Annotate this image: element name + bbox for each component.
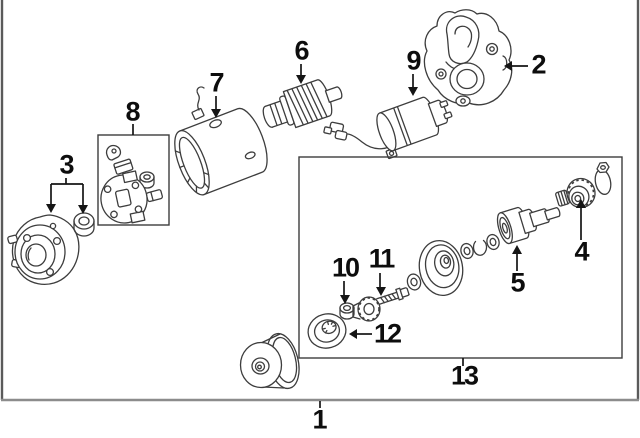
part-7-yoke-drawing bbox=[174, 86, 268, 196]
callout-label-4: 4 bbox=[574, 236, 589, 267]
callout-label-1: 1 bbox=[312, 404, 327, 435]
part-3-end-cover-drawing bbox=[7, 212, 95, 285]
callout-label-2: 2 bbox=[531, 49, 546, 80]
callout-arrows bbox=[46, 61, 586, 366]
callout-label-13: 13 bbox=[450, 360, 479, 391]
assembly-frame-box bbox=[0, 0, 640, 408]
part-13-group-box bbox=[298, 156, 623, 359]
gear-plate-drawing bbox=[418, 240, 464, 296]
thrust-washer-drawing bbox=[406, 273, 422, 291]
o-ring-drawing bbox=[594, 161, 612, 195]
callout-label-8: 8 bbox=[125, 96, 140, 127]
drive-pulley-drawing bbox=[239, 332, 300, 390]
callout-label-11: 11 bbox=[368, 243, 396, 274]
part-11-gear-shaft-drawing bbox=[352, 287, 410, 322]
callout-label-3: 3 bbox=[59, 149, 74, 180]
part-8-brush-holder-box bbox=[97, 134, 170, 226]
retainer-rings-drawing bbox=[460, 233, 500, 260]
callout-label-6: 6 bbox=[294, 35, 309, 66]
part-9-solenoid-drawing bbox=[323, 96, 453, 160]
part-12-bearing-drawing bbox=[307, 313, 347, 349]
callout-label-10: 10 bbox=[331, 252, 360, 283]
part-5-shaft-drawing bbox=[496, 206, 561, 245]
part-10-bushing-drawing bbox=[339, 302, 355, 320]
brush-holder-plate bbox=[100, 170, 148, 224]
callout-label-12: 12 bbox=[373, 318, 402, 349]
callout-label-7: 7 bbox=[209, 67, 224, 98]
part-2-gear-case-drawing bbox=[423, 9, 513, 107]
part-6-armature-drawing bbox=[262, 79, 343, 129]
callout-label-5: 5 bbox=[510, 267, 525, 298]
callout-label-9: 9 bbox=[406, 45, 421, 76]
